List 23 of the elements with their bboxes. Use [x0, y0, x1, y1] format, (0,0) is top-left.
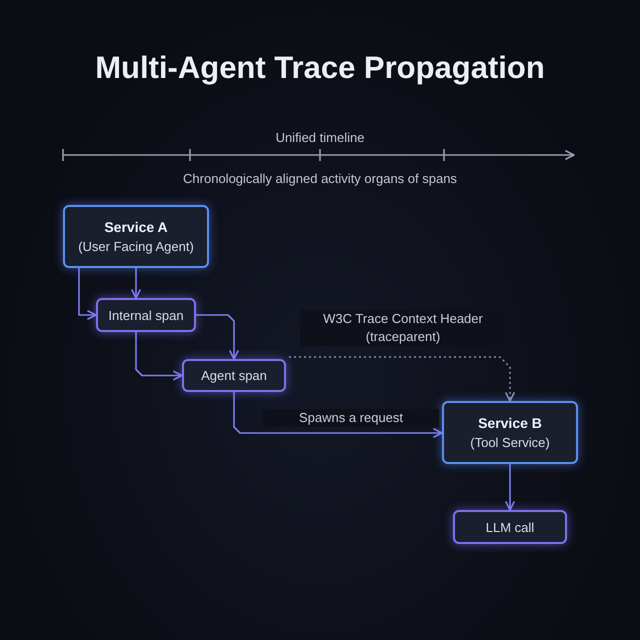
arrow [131, 268, 141, 299]
arrow [233, 392, 443, 438]
node-subtitle: (User Facing Agent) [78, 238, 194, 256]
arrow [505, 464, 515, 511]
service-box [63, 205, 209, 268]
node-label: LLM call [486, 518, 534, 536]
dotted-arrow [289, 356, 515, 402]
edge-label: Spawns a request [263, 409, 439, 427]
diagram-title: Multi-Agent Trace Propagation [94, 50, 546, 86]
node-heading: Service A [104, 218, 168, 236]
arrow [196, 314, 239, 360]
arrow [78, 268, 97, 320]
span-box [96, 298, 196, 332]
service-box [442, 401, 578, 464]
node-label: Internal span [108, 306, 184, 324]
timeline-caption: Chronologically aligned activity organs of spans [182, 171, 458, 186]
node-label: Agent span [201, 367, 267, 385]
node-subtitle: (Tool Service) [470, 434, 550, 452]
arrow [135, 332, 183, 380]
timeline-label: Unified timeline [274, 130, 366, 145]
span-box [182, 359, 286, 392]
span-box [453, 510, 567, 544]
node-heading: Service B [478, 414, 542, 432]
